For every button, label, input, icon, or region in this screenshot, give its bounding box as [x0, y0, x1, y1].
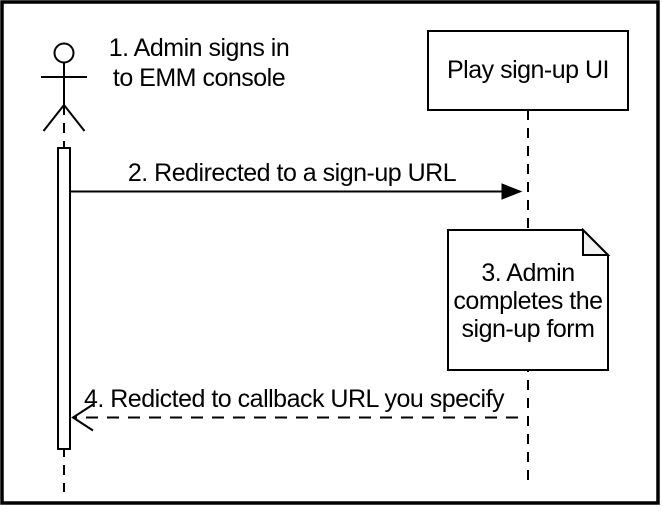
note-shape: [447, 229, 609, 371]
note-label-line3: sign-up form: [461, 315, 595, 343]
participant-label: Play sign-up UI: [446, 56, 610, 84]
note-label: 3. Admin completes the sign-up form: [448, 259, 608, 343]
message-2-arrowhead-icon: [501, 183, 523, 200]
note-label-line2: completes the: [453, 287, 603, 315]
message-4-label: 4. Redicted to callback URL you specify: [83, 385, 505, 413]
actor-left-leg: [42, 104, 65, 132]
actor-right-leg: [63, 104, 86, 132]
message-2-label: 2. Redirected to a sign-up URL: [127, 159, 457, 187]
stick-figure-actor-icon: [41, 42, 87, 132]
note-folded-corner-icon: [582, 227, 611, 256]
participant-box: [427, 30, 629, 111]
note-label-line1: 3. Admin: [481, 259, 575, 287]
actor-activation-bar: [57, 147, 71, 450]
step1-label: 1. Admin signs in to EMM console: [99, 33, 299, 93]
step1-label-line1: 1. Admin signs in: [108, 34, 290, 62]
message-4-open-arrowhead-icon: [71, 403, 94, 432]
step1-label-line2: to EMM console: [112, 64, 286, 92]
